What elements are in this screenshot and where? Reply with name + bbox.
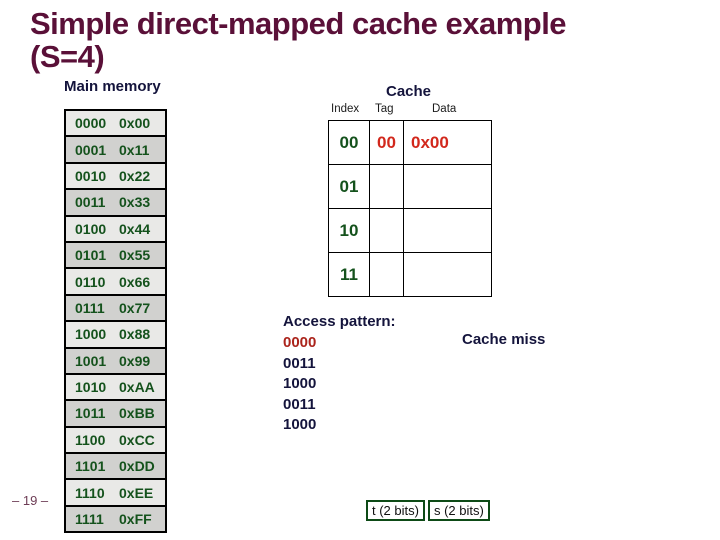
cache-tag-cell (370, 209, 404, 252)
set-bits-box: s (2 bits) (427, 500, 490, 521)
cache-index-cell: 11 (329, 253, 370, 296)
memory-address: 0010 (75, 167, 107, 184)
memory-value: 0x77 (119, 299, 151, 316)
slide-title: Simple direct-mapped cache example (S=4) (30, 6, 567, 74)
memory-row: 0001 0x11 (66, 135, 165, 162)
memory-address: 0001 (75, 141, 107, 158)
cache-table: 00 00 0x00 01 10 11 (328, 120, 492, 297)
cache-tag-cell (370, 165, 404, 208)
cache-label: Cache (386, 83, 432, 100)
memory-row: 0111 0x77 (66, 293, 165, 321)
memory-address: 0110 (75, 273, 106, 290)
slide-title-line2: (S=4) (30, 38, 105, 74)
memory-row: 0000 0x00 (66, 111, 165, 136)
cache-index-cell: 10 (329, 209, 370, 252)
cache-index-cell: 00 (329, 121, 370, 164)
memory-address: 1011 (75, 405, 106, 422)
cache-index-cell: 01 (329, 165, 370, 208)
memory-address: 0111 (75, 299, 105, 316)
cache-header-data: Data (432, 103, 457, 115)
memory-row: 1001 0x99 (66, 346, 165, 373)
memory-row: 1011 0xBB (66, 399, 165, 426)
access-pattern-label: Access pattern: (283, 313, 396, 330)
access-pattern-entry: 1000 (283, 416, 317, 433)
memory-value: 0x22 (119, 167, 151, 184)
cache-row: 01 (329, 164, 491, 208)
memory-value: 0xFF (119, 511, 152, 528)
cache-tag-cell (370, 253, 404, 296)
memory-address: 0000 (75, 115, 107, 132)
memory-value: 0x33 (119, 194, 151, 211)
memory-value: 0x55 (119, 247, 151, 264)
memory-value: 0x99 (119, 352, 151, 369)
memory-value: 0x44 (119, 220, 151, 237)
page-number: – 19 – (12, 493, 49, 508)
memory-address: 1111 (75, 511, 104, 528)
cache-tag-cell: 00 (370, 121, 404, 164)
cache-header-index: Index (331, 103, 360, 115)
memory-value: 0xCC (119, 431, 155, 448)
memory-address: 0101 (75, 247, 107, 264)
memory-row: 0110 0x66 (66, 267, 165, 294)
memory-value: 0xEE (119, 484, 154, 501)
memory-address: 1100 (75, 431, 106, 448)
memory-address: 1000 (75, 326, 107, 343)
memory-value: 0x66 (119, 273, 151, 290)
memory-row: 1000 0x88 (66, 320, 165, 347)
cache-data-cell: 0x00 (411, 132, 449, 152)
cache-data-cell (404, 209, 491, 252)
memory-address: 1001 (75, 352, 107, 369)
tag-bits-box: t (2 bits) (366, 500, 425, 521)
memory-value: 0x88 (119, 326, 151, 343)
access-pattern-entry: 1000 (283, 375, 317, 392)
cache-data-cell (404, 165, 491, 208)
memory-value: 0xDD (119, 458, 155, 475)
memory-row: 0100 0x44 (66, 214, 165, 241)
memory-row: 1100 0xCC (66, 425, 165, 453)
memory-address: 1110 (75, 484, 105, 501)
main-memory-label: Main memory (64, 78, 161, 95)
memory-row: 0010 0x22 (66, 161, 165, 189)
memory-row: 0101 0x55 (66, 240, 165, 268)
access-pattern-entry: 0011 (283, 354, 316, 372)
memory-address: 1010 (75, 379, 107, 396)
cache-row: 11 (329, 252, 491, 296)
memory-row: 1010 0xAA (66, 372, 165, 400)
access-pattern-entry: 0000 (283, 334, 317, 351)
memory-row: 1111 0xFF (66, 504, 165, 532)
main-memory-table: 0000 0x00 0001 0x11 0010 0x22 0011 0x33 … (64, 109, 167, 534)
slide-title-line1: Simple direct-mapped cache example (30, 6, 567, 41)
access-pattern: Access pattern: 0000 0011 1000 0011 1000 (283, 313, 396, 436)
memory-row: 1110 0xEE (66, 478, 165, 505)
memory-row: 1101 0xDD (66, 452, 165, 479)
cache-miss-annotation: Cache miss (462, 331, 546, 348)
cache-data-cell (404, 253, 491, 296)
cache-header-tag: Tag (375, 103, 394, 115)
memory-address: 1101 (75, 458, 106, 475)
memory-address: 0011 (75, 194, 106, 211)
memory-value: 0xAA (119, 379, 155, 396)
memory-value: 0x11 (119, 141, 150, 158)
memory-address: 0100 (75, 220, 107, 237)
cache-row: 00 00 0x00 (329, 121, 491, 164)
memory-value: 0x00 (119, 115, 151, 132)
memory-row: 0011 0x33 (66, 188, 165, 215)
access-pattern-entry: 0011 (283, 395, 316, 413)
cache-row: 10 (329, 208, 491, 252)
memory-value: 0xBB (119, 405, 155, 422)
address-bit-fields: t (2 bits) s (2 bits) (366, 500, 490, 521)
